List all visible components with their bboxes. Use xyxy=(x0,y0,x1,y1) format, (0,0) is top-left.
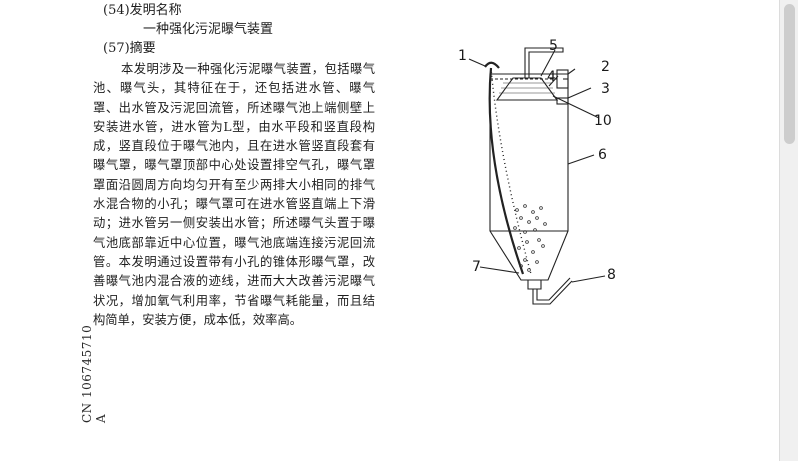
label-7: 7 xyxy=(472,259,481,275)
inlet-pipe xyxy=(524,47,564,78)
scrollbar-thumb[interactable] xyxy=(784,4,795,144)
outlet-box xyxy=(556,69,569,89)
publication-number: CN 106745710 A xyxy=(80,324,108,423)
abstract-heading: (57)摘要 xyxy=(103,41,156,56)
label-1: 1 xyxy=(458,48,467,64)
label-3: 3 xyxy=(601,81,610,97)
aeration-device-figure: 1 5 2 4 3 10 6 7 8 xyxy=(458,38,616,305)
air-bubbles xyxy=(513,204,547,272)
invention-title-heading: (54)发明名称 xyxy=(103,3,182,18)
label-10: 10 xyxy=(594,113,612,129)
label-4: 4 xyxy=(547,69,556,85)
vertical-scrollbar[interactable] xyxy=(779,0,798,461)
invention-title: 一种强化污泥曝气装置 xyxy=(143,22,274,37)
aeration-hose xyxy=(488,67,525,275)
label-2: 2 xyxy=(601,59,610,75)
abstract-text: 本发明涉及一种强化污泥曝气装置，包括曝气池、曝气头，其特征在于，还包括进水管、曝… xyxy=(93,62,375,327)
tank-outline xyxy=(489,73,569,281)
label-5: 5 xyxy=(549,38,558,54)
outlet-box-lower xyxy=(556,97,569,105)
bottom-outlet xyxy=(527,280,542,290)
sludge-return-pipe xyxy=(532,277,573,305)
label-6: 6 xyxy=(598,147,607,163)
document-page: CN 106745710 A (54)发明名称 一种强化污泥曝气装置 (57)摘… xyxy=(0,0,780,461)
label-8: 8 xyxy=(607,267,616,283)
